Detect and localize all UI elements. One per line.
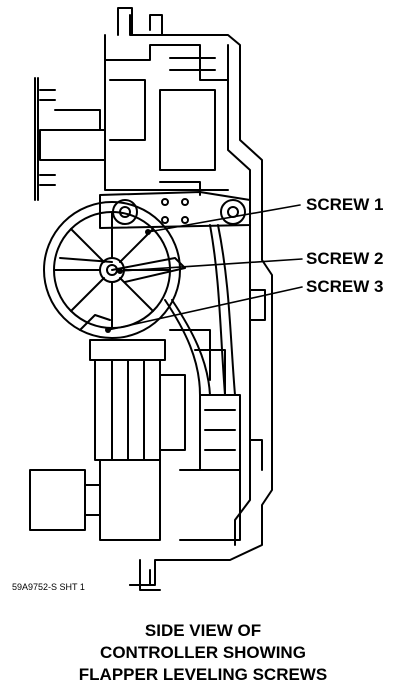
controller-housing [34,7,273,591]
screw-1-marker [145,229,151,235]
relay-plate [99,181,251,229]
screw-3-label: SCREW 3 [306,277,383,296]
screw-3-leader-line [107,286,303,331]
relay-block [29,289,266,541]
screw-2-marker [117,268,123,274]
caption-line-3: FLAPPER LEVELING SCREWS [78,665,328,684]
tubing [164,224,236,396]
screw-3-marker [105,327,111,333]
screw-2-leader-line [119,258,303,272]
caption-line-2: CONTROLLER SHOWING [100,643,306,662]
controller-side-view-diagram: SCREW 1 SCREW 2 SCREW 3 59A9752-S SHT 1 [12,7,383,592]
screw-1-label: SCREW 1 [306,195,383,214]
screw-2-label: SCREW 2 [306,249,383,268]
caption-line-1: SIDE VIEW OF [144,621,262,640]
drawing-number: 59A9752-S SHT 1 [12,582,85,592]
screw-1-leader-line [147,204,301,233]
figure-caption: SIDE VIEW OF CONTROLLER SHOWING FLAPPER … [0,620,406,686]
